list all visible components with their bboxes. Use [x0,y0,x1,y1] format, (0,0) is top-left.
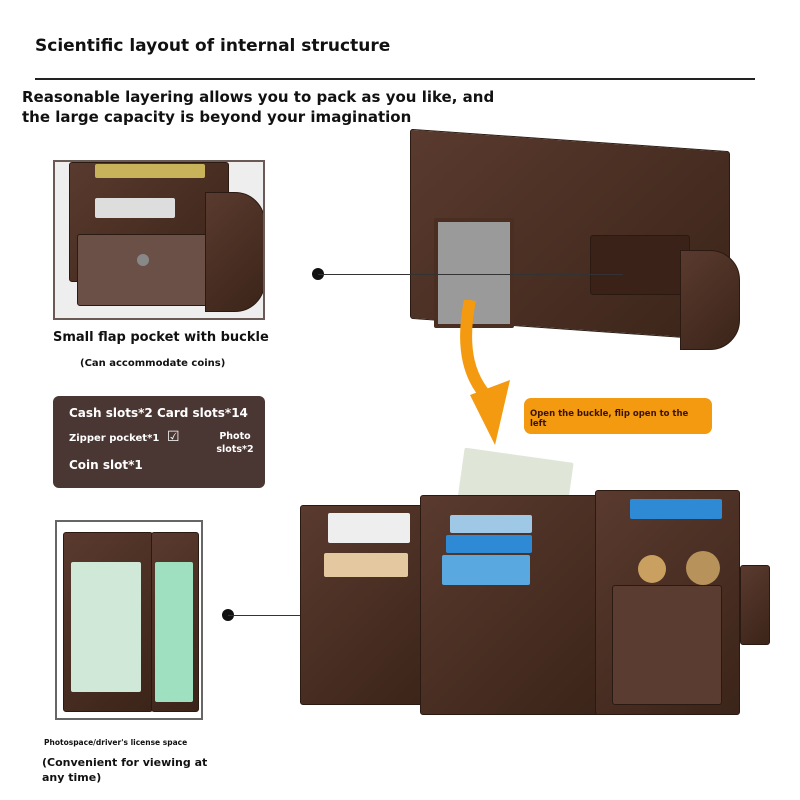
spec-slots: Cash slots*2 Card slots*14 [69,406,248,420]
flap-pocket-label: Small flap pocket with buckle [53,330,269,345]
flap-pocket-note: (Can accommodate coins) [80,358,226,369]
subtitle: Reasonable layering allows you to pack a… [22,88,495,126]
snap-button-icon [137,254,149,266]
spec-zipper: Zipper pocket*1 [69,433,160,444]
spec-photo: Photo slots*2 [216,431,254,455]
photo-space-note: (Convenient for viewing at any time) [42,756,208,784]
flip-arrow-icon [460,300,510,445]
spec-box: Cash slots*2 Card slots*14 Zipper pocket… [53,396,265,488]
checkbox-icon: ☑ [167,429,180,445]
wallet-closed-photo [410,128,745,350]
photo-space-label: Photospace/driver's license space [44,738,188,747]
photo-space-photo [55,520,203,720]
open-hint-badge: Open the buckle, flip open to the left [524,398,712,434]
page-title: Scientific layout of internal structure [35,36,391,56]
spec-coin: Coin slot*1 [69,458,143,472]
callout-line [318,274,623,275]
divider [35,78,755,80]
flap-pocket-photo [53,160,265,320]
callout-line [228,615,308,616]
wallet-open-photo [300,447,780,720]
